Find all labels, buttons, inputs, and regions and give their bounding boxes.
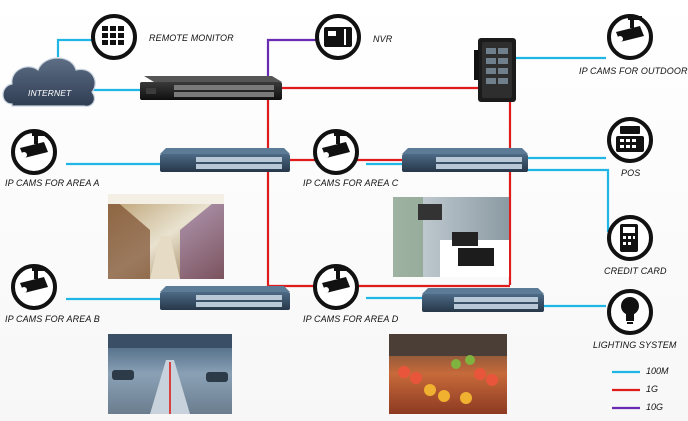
remote-monitor-label: REMOTE MONITOR	[149, 33, 234, 43]
parking-garage-photo	[108, 334, 232, 414]
switch-area-d	[422, 288, 544, 312]
outdoor-cams-label: IP CAMS FOR OUTDOOR	[579, 66, 688, 76]
nvr-icon	[315, 14, 361, 60]
link-credit-card	[514, 168, 610, 232]
area-d-label: IP CAMS FOR AREA D	[303, 314, 399, 324]
links-10g	[266, 38, 640, 410]
area-b-label: IP CAMS FOR AREA B	[5, 314, 100, 324]
checkout-counter-photo	[393, 197, 509, 277]
supermarket-aisle-photo	[108, 194, 224, 279]
pos-label: POS	[621, 168, 641, 178]
legend-label-1g: 1G	[646, 384, 659, 394]
lighting-label: LIGHTING SYSTEM	[593, 340, 677, 350]
lighting-bulb-icon	[607, 289, 653, 335]
switch-area-a	[160, 148, 290, 172]
area-c-label: IP CAMS FOR AREA C	[303, 178, 399, 188]
camera-area-a-icon	[11, 129, 57, 175]
camera-area-c-icon	[313, 129, 359, 175]
outdoor-camera-icon	[607, 14, 653, 60]
pos-icon	[607, 117, 653, 163]
links-100m	[56, 38, 640, 374]
fresh-produce-photo	[389, 334, 507, 414]
area-a-label: IP CAMS FOR AREA A	[5, 178, 100, 188]
credit-card-label: CREDIT CARD	[604, 266, 667, 276]
credit-card-icon	[607, 215, 653, 261]
switch-area-c	[402, 148, 528, 172]
remote-monitor-icon	[91, 14, 137, 60]
legend-label-10g: 10G	[646, 402, 664, 412]
nvr-label: NVR	[373, 34, 393, 44]
camera-area-b-icon	[11, 264, 57, 310]
internet-cloud	[2, 57, 96, 107]
core-switch	[140, 76, 282, 100]
switch-area-b	[160, 286, 290, 310]
legend-label-100m: 100M	[646, 366, 669, 376]
camera-area-d-icon	[313, 264, 359, 310]
link-core-nvr	[266, 38, 316, 78]
link-cloud-remote-monitor	[56, 38, 100, 57]
internet-label: INTERNET	[28, 88, 72, 98]
industrial-switch	[474, 38, 516, 102]
links-1g	[266, 86, 640, 392]
